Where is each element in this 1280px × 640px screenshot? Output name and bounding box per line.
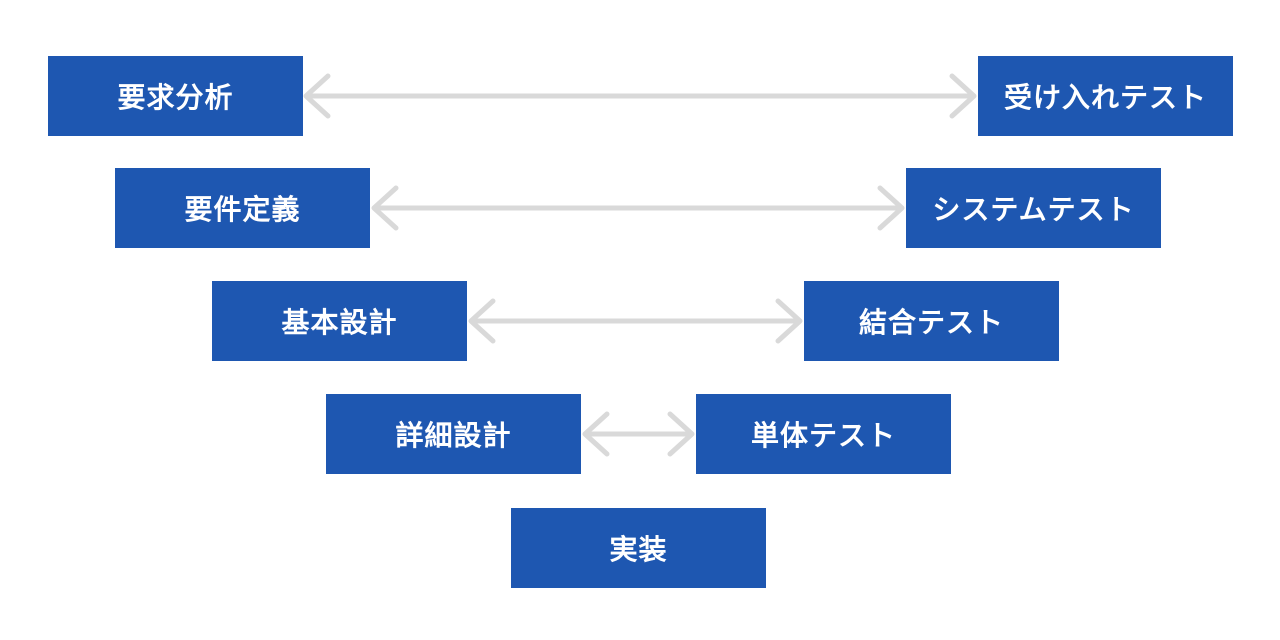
- arrow-head-left-icon: [371, 185, 399, 231]
- arrow-head-left-icon: [303, 73, 331, 119]
- arrow-head-left-icon: [468, 298, 496, 344]
- stage-label: 詳細設計: [395, 420, 512, 451]
- stage-box-acceptance-test: 受け入れテスト: [978, 56, 1233, 136]
- arrow-head-right-icon: [775, 298, 803, 344]
- stage-label: 受け入れテスト: [1003, 82, 1207, 113]
- stage-label: システムテスト: [932, 194, 1135, 225]
- double-arrow-basic-design-integration-test: [468, 298, 803, 344]
- stage-box-requirements-definition: 要件定義: [115, 168, 370, 248]
- double-arrow-detailed-design-unit-test: [582, 411, 695, 457]
- stage-label: 基本設計: [281, 307, 398, 338]
- stage-box-unit-test: 単体テスト: [696, 394, 951, 474]
- stage-label: 実装: [609, 534, 668, 565]
- double-arrow-requirements-definition-system-test: [371, 185, 905, 231]
- stage-label: 単体テスト: [750, 420, 896, 451]
- stage-box-integration-test: 結合テスト: [804, 281, 1059, 361]
- stage-box-basic-design: 基本設計: [212, 281, 467, 361]
- arrow-head-left-icon: [582, 411, 610, 457]
- stage-label: 結合テスト: [858, 307, 1004, 338]
- stage-label: 要求分析: [117, 82, 234, 113]
- arrow-head-right-icon: [667, 411, 695, 457]
- arrow-head-right-icon: [949, 73, 977, 119]
- arrow-head-right-icon: [877, 185, 905, 231]
- stage-box-detailed-design: 詳細設計: [326, 394, 581, 474]
- double-arrow-requirements-analysis-acceptance-test: [303, 73, 977, 119]
- stage-box-implementation: 実装: [511, 508, 766, 588]
- stage-box-requirements-analysis: 要求分析: [48, 56, 303, 136]
- stage-box-system-test: システムテスト: [906, 168, 1161, 248]
- stage-label: 要件定義: [184, 194, 301, 225]
